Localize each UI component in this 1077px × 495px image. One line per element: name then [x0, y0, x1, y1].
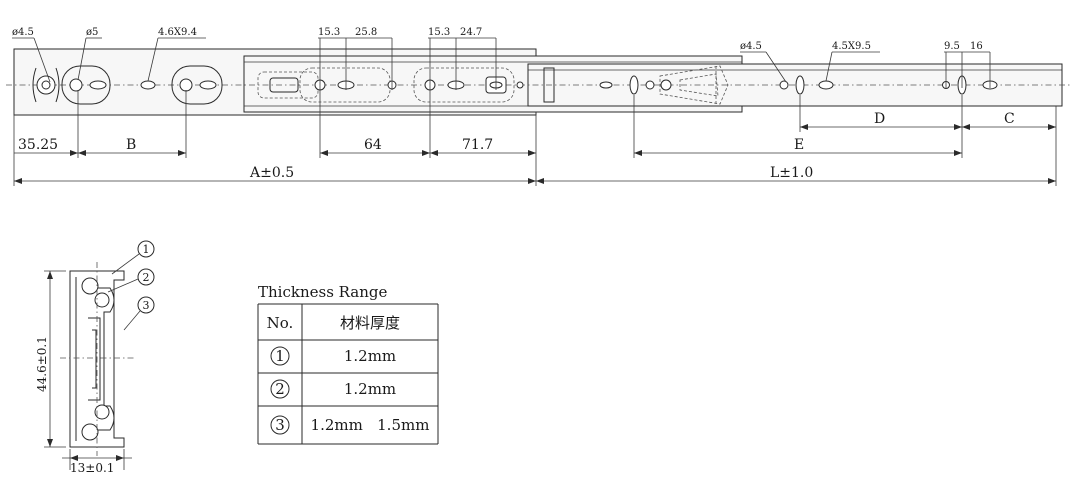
rail-cross-section: 44.6±0.1 13±0.1 1 2 3 — [35, 240, 155, 475]
callout-2: 2 — [143, 271, 150, 284]
table-header-thickness: 材料厚度 — [340, 314, 400, 332]
table-row-1-value: 1.2mm — [344, 347, 396, 365]
label-c16: 16 — [970, 41, 983, 52]
callout-1: 1 — [143, 243, 150, 256]
table-row-2-value: 1.2mm — [344, 380, 396, 398]
table-row-2-no: 2 — [275, 380, 285, 398]
dim-64: 64 — [364, 137, 382, 153]
top-callouts: ø4.5 ø5 4.6X9.4 15.3 25.8 15.3 24.7 ø4.5… — [12, 27, 991, 90]
dimension-lines: 35.25 B 64 71.7 D C E A±0.5 L±1.0 — [13, 90, 1057, 186]
rail-top-view — [6, 48, 1070, 116]
callout-3: 3 — [143, 299, 150, 312]
label-d5: ø5 — [86, 27, 98, 38]
dim-A: A±0.5 — [249, 165, 294, 181]
dim-E: E — [794, 137, 804, 153]
label-c247: 24.7 — [460, 27, 482, 38]
table-row-1-no: 1 — [275, 347, 285, 365]
section-width: 13±0.1 — [70, 461, 114, 475]
dim-D: D — [874, 111, 885, 127]
label-c258: 25.8 — [355, 27, 377, 38]
label-slot-45x95: 4.5X9.5 — [832, 41, 871, 52]
dim-L: L±1.0 — [770, 165, 813, 181]
label-d45-left: ø4.5 — [12, 27, 34, 38]
dim-C: C — [1004, 111, 1015, 127]
label-c153b: 15.3 — [428, 27, 450, 38]
label-c153a: 15.3 — [318, 27, 340, 38]
dim-717: 71.7 — [462, 137, 493, 153]
label-slot-46x94: 4.6X9.4 — [158, 27, 197, 38]
dim-B: B — [126, 137, 136, 153]
table-title: Thickness Range — [258, 283, 387, 301]
section-height: 44.6±0.1 — [35, 336, 49, 392]
label-c95: 9.5 — [944, 41, 960, 52]
label-d45-right: ø4.5 — [740, 41, 762, 52]
thickness-table: Thickness Range No. 材料厚度 1 1.2mm 2 1.2mm… — [257, 283, 439, 445]
table-header-no: No. — [267, 314, 294, 332]
dim-3525: 35.25 — [18, 137, 58, 153]
table-row-3-no: 3 — [275, 416, 285, 434]
table-row-3-value: 1.2mm 1.5mm — [311, 416, 430, 434]
